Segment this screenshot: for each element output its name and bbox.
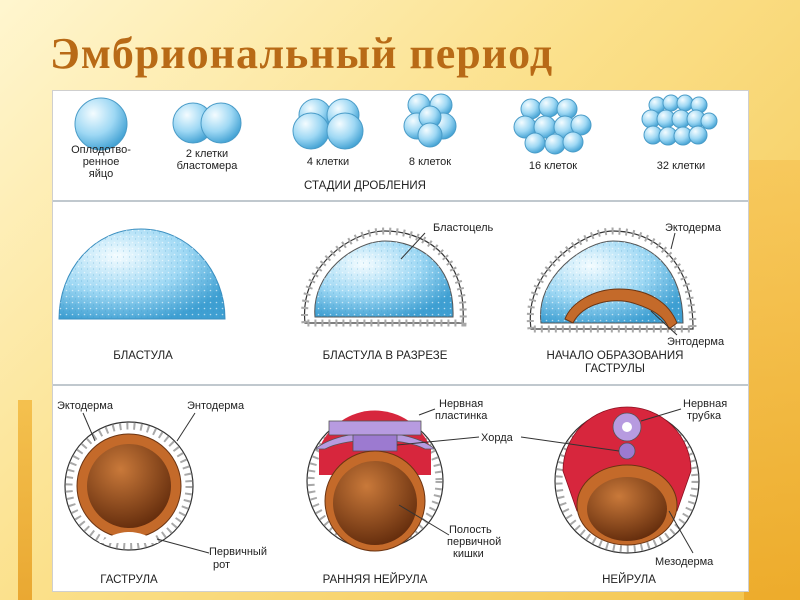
- stage-2-cells: [173, 103, 241, 143]
- label-mesoderm: Мезодерма: [655, 556, 714, 568]
- caption-gastrula-start-2: ГАСТРУЛЫ: [585, 363, 645, 375]
- caption-cleavage: СТАДИИ ДРОБЛЕНИЯ: [304, 180, 426, 192]
- gastrula: Эктодерма Энтодерма Первичный рот: [57, 400, 267, 571]
- caption-neurula: НЕЙРУЛА: [602, 573, 656, 586]
- label-primary-mouth-1: Первичный: [209, 546, 267, 558]
- label-4-cells: 4 клетки: [307, 156, 349, 168]
- stage-32-cells: [642, 95, 717, 145]
- label-2-cells-2: бластомера: [177, 160, 239, 172]
- caption-blastula-section: БЛАСТУЛА В РАЗРЕЗЕ: [323, 350, 448, 362]
- blastula-whole: [59, 229, 225, 319]
- caption-gastrula: ГАСТРУЛА: [100, 574, 158, 586]
- label-endoderm-2: Энтодерма: [187, 400, 245, 412]
- label-neural-plate-1: Нервная: [439, 398, 483, 410]
- stage-zygote: [75, 98, 127, 150]
- label-ectoderm-1: Эктодерма: [665, 222, 722, 234]
- blastula-section: Бластоцель: [305, 222, 494, 323]
- stage-4-cells: [293, 99, 363, 149]
- label-blastocoel: Бластоцель: [433, 222, 494, 234]
- early-neurula: Нервная пластинка Хорда Полость первично…: [307, 398, 514, 560]
- label-zygote-1: Оплодотво-: [71, 144, 131, 156]
- label-32-cells: 32 клетки: [657, 160, 705, 172]
- pointer-primary-mouth: [157, 539, 209, 553]
- pointer-neural-plate: [419, 409, 435, 415]
- gastrula-start: Эктодерма Энтодерма: [530, 222, 725, 348]
- label-8-cells: 8 клеток: [409, 156, 451, 168]
- label-gut-cavity-3: кишки: [453, 548, 484, 560]
- cleavage-row: Оплодотво- ренное яйцо 2 клетки бластоме…: [71, 94, 717, 192]
- label-zygote-3: яйцо: [89, 168, 113, 180]
- pointer-ectoderm-1: [671, 233, 675, 249]
- caption-gastrula-start-1: НАЧАЛО ОБРАЗОВАНИЯ: [547, 350, 684, 362]
- stage-8-cells: [404, 94, 456, 147]
- label-2-cells-1: 2 клетки: [186, 148, 228, 160]
- decor-bar-right: [744, 160, 800, 600]
- label-gut-cavity-1: Полость: [449, 524, 492, 536]
- label-chord: Хорда: [481, 432, 514, 444]
- neurula: Нервная трубка Мезодерма: [521, 398, 727, 568]
- label-endoderm-1: Энтодерма: [667, 336, 725, 348]
- label-neural-plate-2: пластинка: [435, 410, 488, 422]
- pointer-endoderm-2: [177, 413, 195, 441]
- embryology-diagram: Оплодотво- ренное яйцо 2 клетки бластоме…: [53, 91, 748, 591]
- slide-title: Эмбриональный период: [50, 28, 553, 79]
- label-primary-mouth-2: рот: [213, 559, 230, 571]
- label-neural-tube-1: Нервная: [683, 398, 727, 410]
- label-ectoderm-2: Эктодерма: [57, 400, 114, 412]
- label-zygote-2: ренное: [83, 156, 120, 168]
- decor-bar-left: [18, 400, 32, 600]
- embryology-figure: Оплодотво- ренное яйцо 2 клетки бластоме…: [52, 90, 749, 592]
- stage-16-cells: [514, 97, 591, 154]
- caption-early-neurula: РАННЯЯ НЕЙРУЛА: [323, 573, 428, 586]
- label-16-cells: 16 клеток: [529, 160, 577, 172]
- label-neural-tube-2: трубка: [687, 410, 722, 422]
- blastula-row: Бластоцель Эктодерма Энтодерма БЛАСТУЛА …: [59, 222, 725, 375]
- caption-blastula: БЛАСТУЛА: [113, 350, 173, 362]
- neurula-row: Эктодерма Энтодерма Первичный рот Нервна…: [57, 398, 727, 586]
- label-gut-cavity-2: первичной: [447, 536, 501, 548]
